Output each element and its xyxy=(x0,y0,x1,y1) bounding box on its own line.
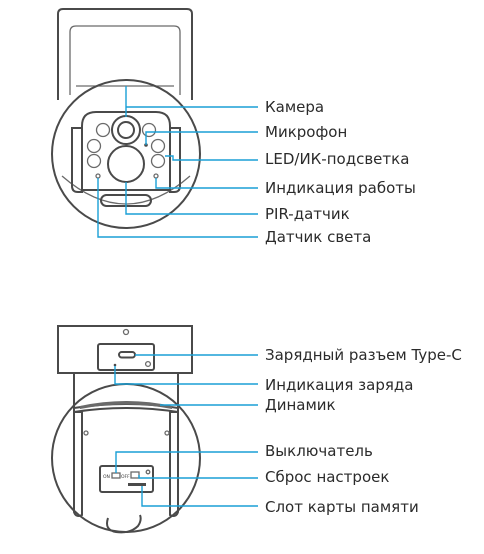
status-indicator-dot xyxy=(153,173,159,179)
back-leaders xyxy=(114,354,258,507)
light-sensor-dot xyxy=(95,173,101,179)
back-screw-hole xyxy=(122,328,130,336)
label-usb-port: Зарядный разъем Type-C xyxy=(265,346,462,364)
camera-lens xyxy=(117,121,135,139)
label-sd-slot: Слот карты памяти xyxy=(265,498,419,516)
front-housing-panel xyxy=(69,25,181,95)
leader-charge-indicator xyxy=(114,366,258,385)
label-reset: Сброс настроек xyxy=(265,468,390,486)
switch-off-mark: OFF xyxy=(121,474,130,480)
power-switch-slot xyxy=(111,472,121,479)
pir-sensor-dome xyxy=(107,145,145,183)
front-right-rail xyxy=(169,127,181,193)
switch-on-mark: ON xyxy=(103,474,110,480)
back-left-rail xyxy=(73,411,83,517)
label-charge-indicator: Индикация заряда xyxy=(265,376,414,394)
led-top-right xyxy=(141,122,157,138)
leader-power-switch xyxy=(115,451,258,473)
label-status-indicator: Индикация работы xyxy=(265,179,416,197)
back-top-block xyxy=(57,325,193,374)
leader-status-indicator xyxy=(155,178,258,189)
leader-camera xyxy=(125,86,258,117)
charge-indicator-dot xyxy=(113,363,117,367)
reset-hole xyxy=(145,469,151,475)
led-low-left xyxy=(86,153,102,169)
label-led-ir: LED/ИК-подсветка xyxy=(265,150,410,168)
led-mid-left xyxy=(86,138,102,154)
led-low-right xyxy=(150,153,166,169)
back-panel-screw xyxy=(144,360,152,368)
label-microphone: Микрофон xyxy=(265,123,348,141)
usb-c-port xyxy=(118,351,136,359)
front-mount-outline xyxy=(57,8,193,100)
label-pir-sensor: PIR-датчик xyxy=(265,205,350,223)
led-top-left xyxy=(95,122,111,138)
leader-sd-slot xyxy=(141,486,258,507)
front-sphere xyxy=(51,79,201,229)
back-control-panel xyxy=(99,465,154,493)
front-leaders xyxy=(97,86,258,238)
leader-reset xyxy=(138,475,258,479)
label-power-switch: Выключатель xyxy=(265,442,373,460)
speaker-grille-top xyxy=(80,401,172,409)
leader-light-sensor xyxy=(97,178,258,238)
leader-led-ir xyxy=(165,155,258,161)
reset-button-box xyxy=(130,471,140,479)
sd-card-slot xyxy=(128,483,146,486)
back-port-panel xyxy=(97,343,155,371)
leader-pir-sensor xyxy=(125,182,258,215)
back-right-rail xyxy=(169,411,179,517)
camera-back-view xyxy=(51,325,201,534)
front-face-plate xyxy=(81,111,171,191)
label-speaker: Динамик xyxy=(265,396,336,414)
front-left-rail xyxy=(71,127,83,193)
back-right-dot xyxy=(164,430,170,436)
label-light-sensor: Датчик света xyxy=(265,228,372,246)
camera-lens-ring xyxy=(111,115,141,145)
led-mid-right xyxy=(150,138,166,154)
label-camera: Камера xyxy=(265,98,325,116)
back-left-dot xyxy=(83,430,89,436)
leader-microphone xyxy=(145,131,258,145)
back-hanger-loop xyxy=(106,514,142,534)
